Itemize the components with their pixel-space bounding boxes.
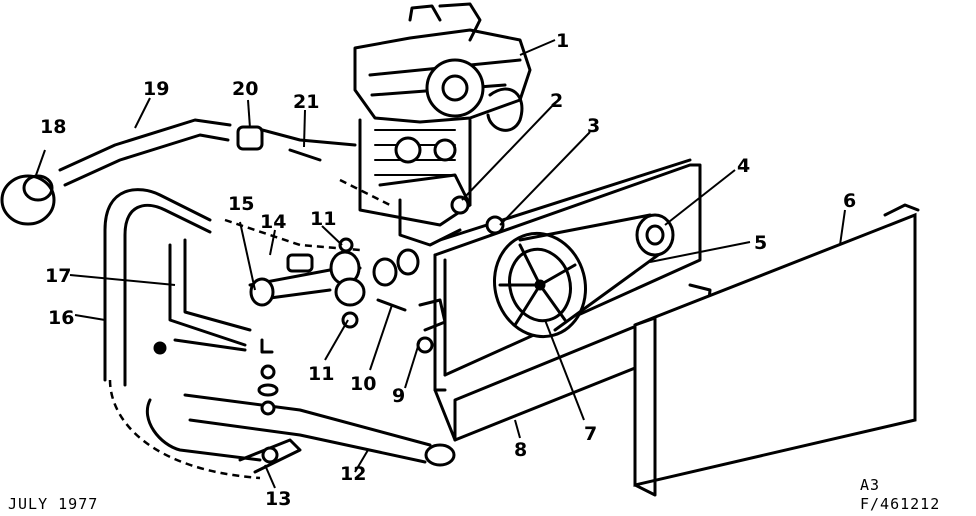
leader-lines xyxy=(34,39,846,489)
callout-16: 16 xyxy=(48,307,74,329)
callout-19: 19 xyxy=(143,78,169,100)
compressor-head xyxy=(353,2,532,247)
callout-6: 6 xyxy=(843,190,856,212)
callout-2: 2 xyxy=(550,90,563,112)
air-tubing xyxy=(0,118,456,480)
callout-17: 17 xyxy=(45,265,71,287)
fittings xyxy=(153,195,505,474)
callout-3: 3 xyxy=(587,115,600,137)
callout-13: 13 xyxy=(265,488,291,510)
callout-14: 14 xyxy=(260,211,286,233)
callout-8: 8 xyxy=(514,439,527,461)
callout-11-lower: 11 xyxy=(308,363,334,385)
callout-18: 18 xyxy=(40,116,66,138)
callout-4: 4 xyxy=(737,155,750,177)
callout-11-upper: 11 xyxy=(310,208,336,230)
callout-20: 20 xyxy=(232,78,258,100)
callout-labels: 1 2 3 4 5 6 7 8 9 10 11 11 12 13 14 15 1… xyxy=(40,30,856,510)
footer-figure-number: F/461212 xyxy=(860,495,941,513)
footer-date: JULY 1977 xyxy=(8,495,99,513)
callout-12: 12 xyxy=(340,463,366,485)
callout-1: 1 xyxy=(556,30,569,52)
callout-7: 7 xyxy=(584,423,597,445)
callout-15: 15 xyxy=(228,193,254,215)
callout-5: 5 xyxy=(754,232,767,254)
front-panel xyxy=(633,203,920,497)
callout-21: 21 xyxy=(293,91,319,113)
belt-guard-frame xyxy=(433,158,712,442)
footer-sheet-code: A3 xyxy=(860,476,881,494)
callout-9: 9 xyxy=(392,385,405,407)
callout-10: 10 xyxy=(350,373,376,395)
